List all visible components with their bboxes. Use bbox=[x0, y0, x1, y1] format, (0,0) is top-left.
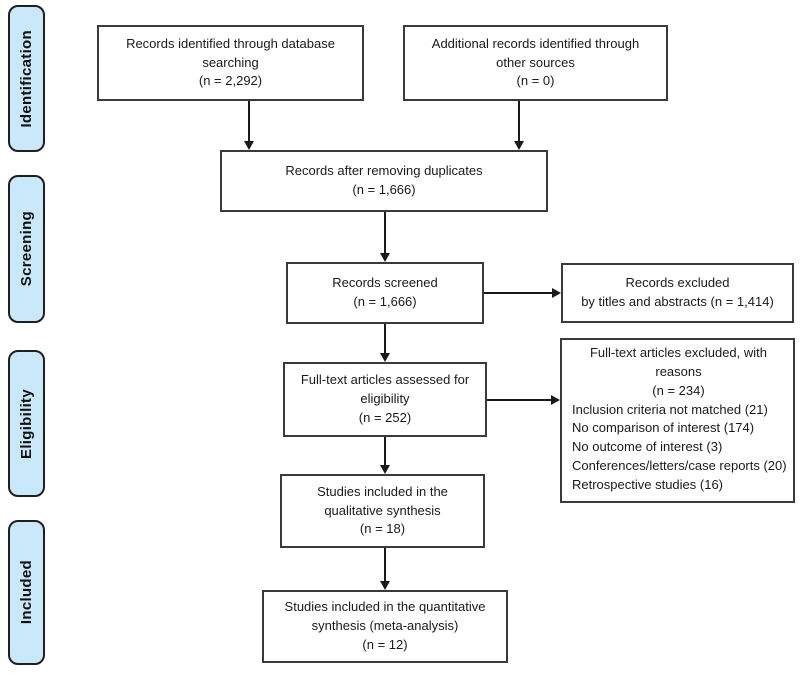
arrow-database-to-dedup bbox=[248, 101, 250, 141]
arrow-screened-to-excluded bbox=[484, 292, 552, 294]
arrowhead-fulltext-to-excluded bbox=[551, 395, 560, 405]
arrowhead-fulltext-to-qualitative bbox=[380, 465, 390, 474]
arrow-screened-to-fulltext bbox=[384, 324, 386, 353]
exclusion-reason: Retrospective studies (16) bbox=[572, 476, 724, 492]
exclusion-reason: Inclusion criteria not matched (21) bbox=[572, 401, 768, 417]
box-additional-records: Additional records identified through ot… bbox=[403, 25, 668, 101]
stage-label-eligibility: Eligibility bbox=[18, 388, 35, 459]
arrow-fulltext-to-qualitative bbox=[384, 437, 386, 465]
fulltext-excluded-heading: Full-text articles excluded, with reason… bbox=[589, 345, 767, 398]
stage-label-screening: Screening bbox=[18, 211, 35, 287]
stage-label-included: Included bbox=[18, 560, 35, 625]
arrowhead-screened-to-fulltext bbox=[380, 353, 390, 362]
box-qualitative-synthesis: Studies included in the qualitative synt… bbox=[280, 474, 485, 548]
stage-tab-included: Included bbox=[8, 520, 45, 665]
arrowhead-qualitative-to-quantitative bbox=[380, 581, 390, 590]
arrow-additional-to-dedup bbox=[518, 101, 520, 141]
stage-tab-identification: Identification bbox=[8, 5, 45, 152]
box-records-after-duplicates: Records after removing duplicates (n = 1… bbox=[220, 150, 548, 212]
stage-tab-eligibility: Eligibility bbox=[8, 350, 45, 497]
arrow-dedup-to-screened bbox=[384, 212, 386, 253]
arrowhead-additional-to-dedup bbox=[514, 141, 524, 150]
stage-label-identification: Identification bbox=[18, 29, 35, 128]
box-records-identified-database: Records identified through database sear… bbox=[97, 25, 364, 101]
stage-tab-screening: Screening bbox=[8, 175, 45, 323]
box-records-screened: Records screened (n = 1,666) bbox=[286, 262, 484, 324]
arrow-fulltext-to-excluded bbox=[487, 399, 551, 401]
exclusion-reason: Conferences/letters/case reports (20) bbox=[572, 458, 787, 474]
arrow-qualitative-to-quantitative bbox=[384, 548, 386, 581]
box-fulltext-assessed: Full-text articles assessed for eligibil… bbox=[283, 362, 487, 437]
box-quantitative-synthesis: Studies included in the quantitative syn… bbox=[262, 590, 508, 663]
box-records-excluded-titles-abstracts: Records excluded by titles and abstracts… bbox=[561, 263, 794, 323]
arrowhead-screened-to-excluded bbox=[552, 288, 561, 298]
exclusion-reason: No comparison of interest (174) bbox=[572, 420, 755, 436]
exclusion-reason: No outcome of interest (3) bbox=[572, 439, 723, 455]
arrowhead-dedup-to-screened bbox=[380, 253, 390, 262]
arrowhead-database-to-dedup bbox=[244, 141, 254, 150]
box-fulltext-excluded: Full-text articles excluded, with reason… bbox=[560, 338, 795, 503]
